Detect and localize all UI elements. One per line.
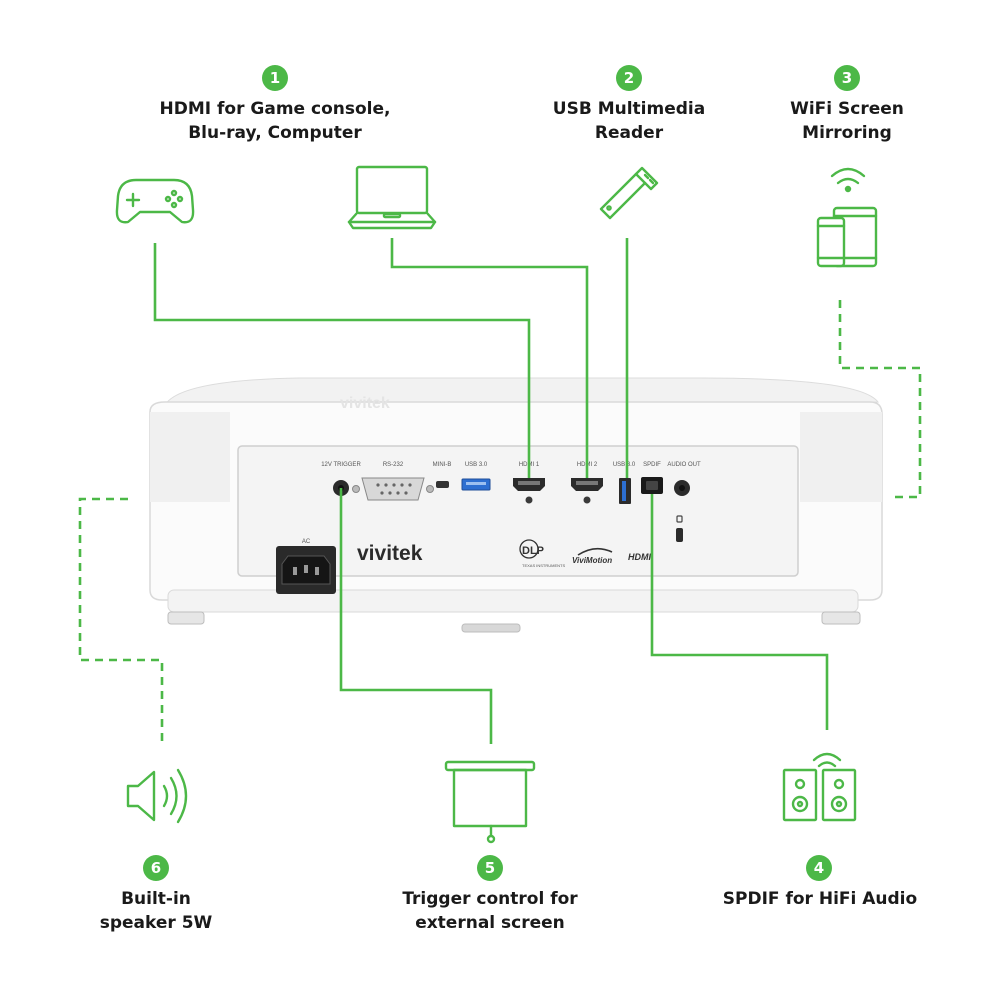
feature-1-line-2: Blu-ray, Computer <box>188 123 362 143</box>
feature-label-1: HDMI for Game console, Blu-ray, Computer <box>145 97 405 145</box>
badge-3: 3 <box>834 65 860 91</box>
projector-logos: vivitek DLP TEXAS INSTRUMENTS ViviMotion… <box>357 539 651 568</box>
feature-label-2: USB Multimedia Reader <box>499 97 759 145</box>
top-brand-emboss: vivitek <box>340 395 390 412</box>
port-label-spdif: SPDIF <box>643 462 661 468</box>
feature-3-line-2: Mirroring <box>802 123 892 143</box>
dlp-sub: TEXAS INSTRUMENTS <box>522 563 565 568</box>
feature-2-line-2: Reader <box>594 123 664 143</box>
speaker-icon <box>126 768 188 824</box>
rs232-port <box>361 477 425 501</box>
usb-drive-icon <box>599 166 659 220</box>
feature-4-line-1: SPDIF for HiFi Audio <box>722 889 918 909</box>
feature-1-line-1: HDMI for Game console, <box>159 99 391 119</box>
port-label-audioout: AUDIO OUT <box>667 462 701 468</box>
projector-body: vivitek <box>149 377 883 633</box>
badge-1: 1 <box>262 65 288 91</box>
feature-5-line-1: Trigger control for <box>402 889 578 909</box>
port-label-rs232: RS-232 <box>383 462 404 468</box>
kensington-lock <box>676 528 683 542</box>
port-label-usb30b: USB 3.0 <box>613 462 636 468</box>
badge-5: 5 <box>477 855 503 881</box>
feature-6-line-1: Built-in <box>121 889 191 909</box>
gamepad-icon <box>115 178 195 224</box>
connector-trigger-screen <box>339 488 493 744</box>
connector-lines <box>78 238 922 745</box>
laptop-icon <box>347 165 437 230</box>
badge-4: 4 <box>806 855 832 881</box>
hifi-speakers-icon <box>782 752 857 822</box>
connector-gamepad-hdmi1 <box>153 243 531 478</box>
dlp-logo: DLP <box>522 545 544 557</box>
port-label-minib: MINI-B <box>433 462 452 468</box>
feature-6-line-2: speaker 5W <box>99 913 213 933</box>
phone-tablet-wifi-icon <box>816 167 878 268</box>
hdmi-logo: HDMI <box>628 552 651 562</box>
feature-3-line-1: WiFi Screen <box>790 99 904 119</box>
feature-label-5: Trigger control for external screen <box>360 887 620 935</box>
connector-wifi-dashed <box>838 300 922 499</box>
projection-screen-icon <box>444 760 536 844</box>
feature-5-line-2: external screen <box>415 913 565 933</box>
ports <box>276 477 690 594</box>
feature-label-3: WiFi Screen Mirroring <box>717 97 977 145</box>
feature-2-line-1: USB Multimedia <box>552 99 706 119</box>
feature-label-6: Built-in speaker 5W <box>26 887 286 935</box>
badge-2: 2 <box>616 65 642 91</box>
feature-label-4: SPDIF for HiFi Audio <box>690 887 950 911</box>
port-label-trigger: 12V TRIGGER <box>321 462 361 468</box>
port-label-ac: AC <box>302 539 311 545</box>
connector-speaker-dashed <box>78 497 164 745</box>
port-label-usb30a: USB 3.0 <box>465 462 488 468</box>
vivimotion-logo: ViviMotion <box>572 556 612 565</box>
vivitek-logo: vivitek <box>357 542 423 565</box>
badge-6: 6 <box>143 855 169 881</box>
connector-laptop-hdmi2 <box>390 238 589 478</box>
connector-spdif-speakers <box>650 494 829 730</box>
mini-b-port <box>436 481 449 488</box>
